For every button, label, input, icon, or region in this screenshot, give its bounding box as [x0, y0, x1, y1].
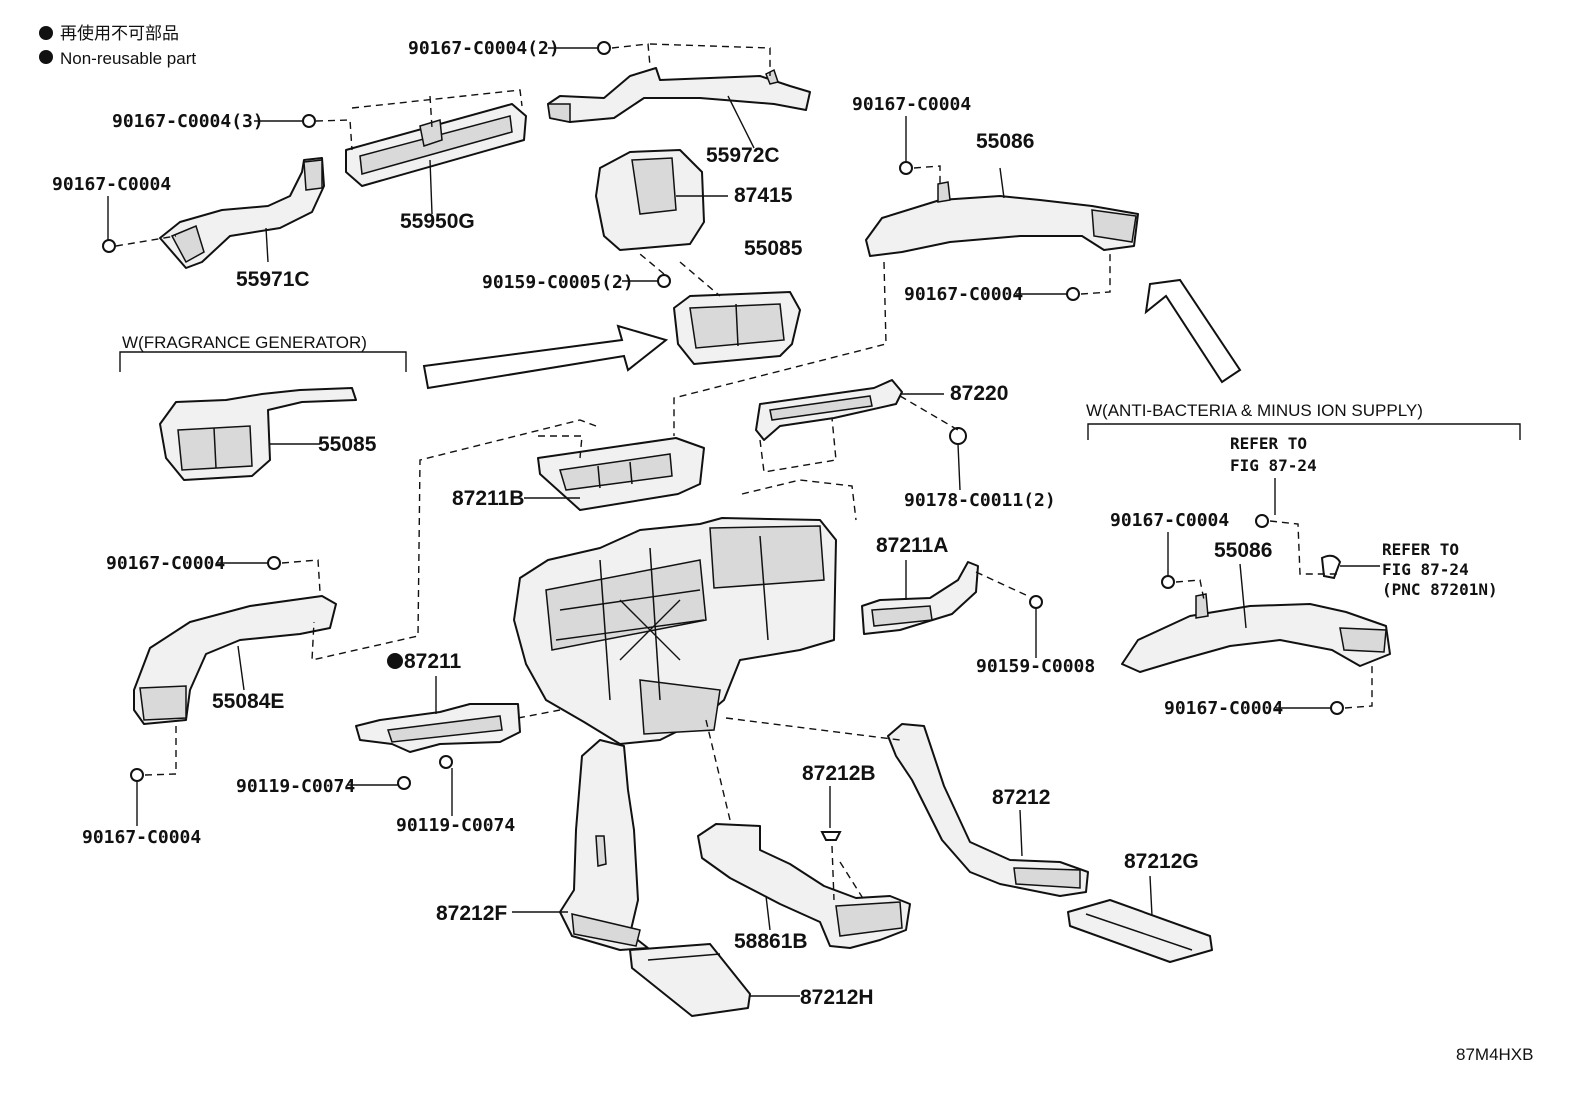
clip-icon [820, 831, 842, 841]
label-55084e: 55084E [212, 690, 284, 713]
label-55971c: 55971C [236, 268, 310, 291]
register-55085-fragrance [159, 387, 357, 481]
label-55086-right: 55086 [1214, 539, 1272, 562]
bolt-icon [267, 556, 281, 570]
label-90119-c0074-b: 90119-C0074 [396, 815, 515, 836]
duct-55950g [345, 103, 527, 187]
bolt-icon [439, 755, 453, 769]
label-87415: 87415 [734, 184, 793, 207]
label-90178-c0011-2: 90178-C0011(2) [904, 490, 1056, 511]
non-reusable-bullet-icon [387, 653, 403, 669]
non-reusable-bullet-icon [39, 26, 53, 40]
nut-icon [949, 427, 967, 445]
label-90167-c0004-3: 90167-C0004(3) [112, 111, 264, 132]
duct-87211a [861, 561, 979, 635]
fasteners [102, 41, 1344, 841]
leader-lines [107, 47, 1380, 997]
duct-87212 [887, 723, 1089, 897]
part-labels: 90167-C0004(2) 90167-C0004(3) 90167-C000… [52, 38, 1533, 1064]
label-87212g: 87212G [1124, 850, 1199, 873]
bolt-icon [597, 41, 611, 55]
bolt-icon [1029, 595, 1043, 609]
label-90167-c0004-mid-right: 90167-C0004 [904, 284, 1023, 305]
label-87211b: 87211B [452, 487, 524, 510]
register-55085-top [673, 291, 801, 365]
legend: 再使用不可部品 Non-reusable part [39, 23, 196, 68]
duct-55084e [133, 595, 337, 725]
duct-58861b [697, 823, 911, 949]
hvac-unit [513, 517, 837, 745]
label-87211a: 87211A [876, 534, 948, 557]
duct-55086-top [865, 181, 1139, 257]
label-55086-top: 55086 [976, 130, 1034, 153]
label-87220: 87220 [950, 382, 1008, 405]
label-fragrance-generator: W(FRAGRANCE GENERATOR) [122, 333, 367, 352]
label-90119-c0074-a: 90119-C0074 [236, 776, 355, 797]
label-55085-fragrance: 55085 [318, 433, 377, 456]
diagram-code: 87M4HXB [1456, 1045, 1533, 1064]
label-87212b: 87212B [802, 762, 876, 785]
label-90167-c0004-lower-right: 90167-C0004 [1164, 698, 1283, 719]
non-reusable-bullet-icon [39, 50, 53, 64]
bolt-icon [302, 114, 316, 128]
bracket-87415 [595, 149, 705, 251]
duct-55972c [547, 67, 811, 123]
duct-87220 [755, 379, 903, 441]
label-90167-c0004: 90167-C0004 [52, 174, 171, 195]
label-90167-c0004-anti: 90167-C0004 [1110, 510, 1229, 531]
label-anti-bacteria: W(ANTI-BACTERIA & MINUS ION SUPPLY) [1086, 401, 1423, 420]
bolt-icon [102, 239, 116, 253]
label-55950g: 55950G [400, 210, 475, 233]
bolt-icon [899, 161, 913, 175]
label-55972c: 55972C [706, 144, 780, 167]
label-fig-87-24-1: FIG 87-24 [1230, 456, 1317, 475]
label-90159-c0005-2: 90159-C0005(2) [482, 272, 634, 293]
label-55085-top: 55085 [744, 237, 803, 260]
label-90167-c0004-top-right: 90167-C0004 [852, 94, 971, 115]
bolt-icon [130, 768, 144, 782]
label-87212: 87212 [992, 786, 1050, 809]
duct-55086-right [1121, 593, 1391, 673]
label-87212h: 87212H [800, 986, 874, 1009]
bolt-icon [657, 274, 671, 288]
ion-generator-icon [1320, 554, 1342, 580]
label-58861b: 58861B [734, 930, 808, 953]
anti-bacteria-bracket [1087, 423, 1521, 440]
duct-87212g [1067, 899, 1213, 963]
bolt-icon [397, 776, 411, 790]
bolt-icon [1330, 701, 1344, 715]
label-90159-c0008: 90159-C0008 [976, 656, 1095, 677]
duct-55971c [159, 157, 325, 269]
label-87212f: 87212F [436, 902, 507, 925]
label-90167-c0004-left: 90167-C0004 [106, 553, 225, 574]
label-90167-c0004-2: 90167-C0004(2) [408, 38, 560, 59]
dashed-lines [115, 43, 1373, 901]
label-90167-c0004-bottom-left: 90167-C0004 [82, 827, 201, 848]
pointer-arrow-icon [422, 324, 669, 390]
label-fig-87-24-2: FIG 87-24 [1382, 560, 1469, 579]
fragrance-bracket [119, 351, 407, 372]
pointer-arrow-icon [1144, 278, 1242, 384]
bolt-icon [1255, 514, 1269, 528]
label-pnc-87201n: (PNC 87201N) [1382, 580, 1498, 599]
legend-line-1: 再使用不可部品 [60, 23, 179, 43]
label-87211: 87211 [404, 650, 462, 673]
bolt-icon [1066, 287, 1080, 301]
duct-87211b [537, 437, 705, 511]
duct-87212f [559, 739, 649, 951]
label-refer-to-1: REFER TO [1230, 434, 1307, 453]
duct-87212h [629, 943, 751, 1017]
bolt-icon [1161, 575, 1175, 589]
legend-line-2: Non-reusable part [60, 49, 196, 68]
duct-87211 [355, 703, 521, 753]
label-refer-to-2: REFER TO [1382, 540, 1459, 559]
